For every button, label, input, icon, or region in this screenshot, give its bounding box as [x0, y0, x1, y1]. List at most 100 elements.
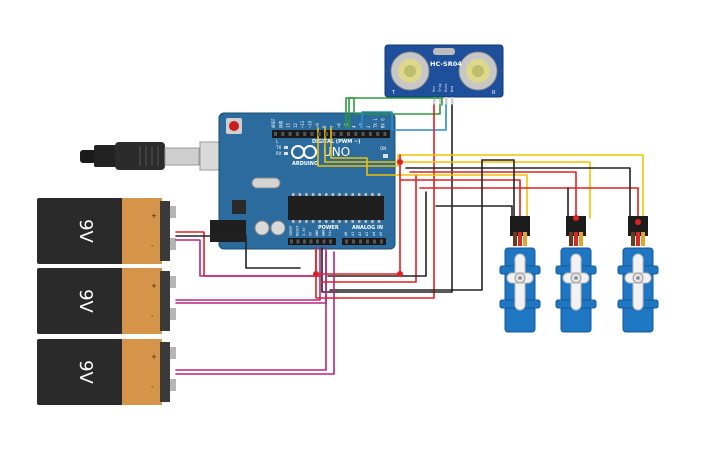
- analog-pin-label: A4: [372, 232, 376, 236]
- digital-pin-label: TX 1: [373, 118, 378, 128]
- regulator-icon: [232, 200, 246, 214]
- atmega-chip: [288, 196, 384, 220]
- wires: [175, 97, 644, 375]
- digital-pin-label: GND: [278, 120, 283, 128]
- digital-pin-label: ~6: [337, 123, 342, 128]
- servo-horn-icon[interactable]: [562, 253, 590, 311]
- analog-header: [342, 238, 386, 245]
- digital-pin-label: ~3: [359, 123, 364, 128]
- servo3-gnd-wire[interactable]: [405, 167, 631, 219]
- battery1-aux-wire[interactable]: [175, 239, 323, 277]
- power-pin-label: 3.3V: [302, 227, 306, 236]
- sensor-pin-label: Gnd: [450, 86, 454, 92]
- digital-pin-label: 8: [322, 125, 327, 128]
- digital-label: DIGITAL (PWM ~): [312, 139, 360, 145]
- on-label: ON: [380, 146, 386, 151]
- analog-pin-label: A5: [379, 232, 383, 236]
- sensor-pin[interactable]: [445, 97, 448, 105]
- oscillator-icon: [433, 48, 455, 55]
- board-brand: ARDUINO: [292, 161, 318, 167]
- power-pin-label: RESET: [296, 225, 300, 236]
- junction-dot: [397, 271, 403, 277]
- rx-led-icon: [284, 152, 288, 155]
- servo-motor: [499, 216, 541, 333]
- battery-minus-label: -: [151, 383, 154, 391]
- battery-voltage-label: 9V: [75, 360, 96, 384]
- sensor-model: HC-SR04: [430, 60, 462, 68]
- junction-dot: [397, 159, 403, 165]
- analog-pin-label: A1: [351, 232, 355, 236]
- battery-plus-label: +: [151, 282, 157, 290]
- digital-pin-label: AREF: [271, 118, 276, 128]
- battery3-negative-wire[interactable]: [175, 251, 335, 375]
- servo1-gnd-wire[interactable]: [481, 159, 515, 219]
- usb-cable: [80, 141, 233, 171]
- digital-pin-label: ~9: [315, 123, 320, 128]
- battery-bank: 9V+-9V+-9V+-: [37, 198, 176, 405]
- rx-label: RX: [276, 151, 282, 156]
- digital-pin-label: ~10: [308, 120, 313, 128]
- sensor-gnd-wire[interactable]: [321, 104, 453, 293]
- battery1-negative-wire[interactable]: [175, 235, 301, 269]
- wire-junctions: [313, 159, 641, 277]
- servo3-power-wire[interactable]: [419, 187, 639, 219]
- digital-pin-label: RX 0: [381, 118, 386, 128]
- analog-pin-label: A0: [344, 232, 348, 236]
- sensor-pin-label: Vcc: [432, 86, 436, 92]
- power-pin-label: GND: [322, 230, 326, 236]
- servo1-signal-wire[interactable]: [330, 127, 528, 219]
- power-pin-label: 5V: [309, 231, 313, 236]
- battery-plus-label: +: [151, 353, 157, 361]
- on-led-icon: [383, 154, 388, 158]
- sensor-pin[interactable]: [433, 97, 436, 105]
- dc-jack: [210, 220, 246, 242]
- trig-wire[interactable]: [348, 97, 441, 129]
- battery-plus-label: +: [151, 212, 157, 220]
- power-pin-label: GND: [315, 230, 319, 236]
- battery-minus-label: -: [151, 312, 154, 320]
- board-model: UNO: [323, 145, 350, 159]
- power-label: POWER: [318, 225, 339, 231]
- servo-motor: [555, 216, 597, 333]
- servo-horn-icon[interactable]: [506, 253, 534, 311]
- digital-pin-label: 7: [329, 125, 334, 128]
- crystal-icon: [251, 177, 281, 189]
- transducer-right-icon: [458, 51, 498, 91]
- reset-icon: [229, 121, 239, 131]
- servo1-power-wire[interactable]: [399, 179, 521, 219]
- sensor-pin-label: Echo: [444, 84, 448, 92]
- servo2-signal-wire[interactable]: [324, 127, 591, 219]
- echo-wire[interactable]: [361, 104, 447, 131]
- servo-power-return[interactable]: [321, 175, 417, 283]
- battery3-positive-wire[interactable]: [175, 251, 327, 371]
- l-label: L: [276, 139, 279, 144]
- transducer-left-icon: [390, 51, 430, 91]
- digital-pin-label: 12: [293, 123, 298, 128]
- digital-pin-label: 4: [351, 125, 356, 128]
- digital-pin-label: 2: [366, 125, 371, 128]
- arduino-logo-icon: [291, 145, 317, 159]
- junction-dot: [313, 271, 319, 277]
- battery-9v: 9V+-: [37, 198, 176, 264]
- capacitor-icon: [254, 220, 270, 236]
- servo-gnd-link[interactable]: [435, 205, 513, 219]
- digital-pin-label: ~11: [300, 120, 305, 128]
- sensor-wire-2[interactable]: [345, 97, 443, 129]
- battery-9v: 9V + -: [37, 339, 176, 405]
- servo-horn-icon[interactable]: [624, 253, 652, 311]
- battery2-positive-wire[interactable]: [175, 247, 321, 301]
- sensor-pin[interactable]: [439, 97, 442, 105]
- servo-gnd-bus[interactable]: [327, 191, 427, 277]
- servo2-power-wire[interactable]: [409, 171, 577, 219]
- battery-voltage-label: 9V: [75, 289, 96, 313]
- tx-led-icon: [284, 146, 288, 149]
- junction-dot: [573, 215, 579, 221]
- junction-dot: [635, 219, 641, 225]
- servo1-gnd-return[interactable]: [329, 159, 483, 291]
- digital-pin-label: 13: [286, 123, 291, 128]
- sensor-pin[interactable]: [451, 97, 454, 105]
- servo-group: [499, 216, 659, 333]
